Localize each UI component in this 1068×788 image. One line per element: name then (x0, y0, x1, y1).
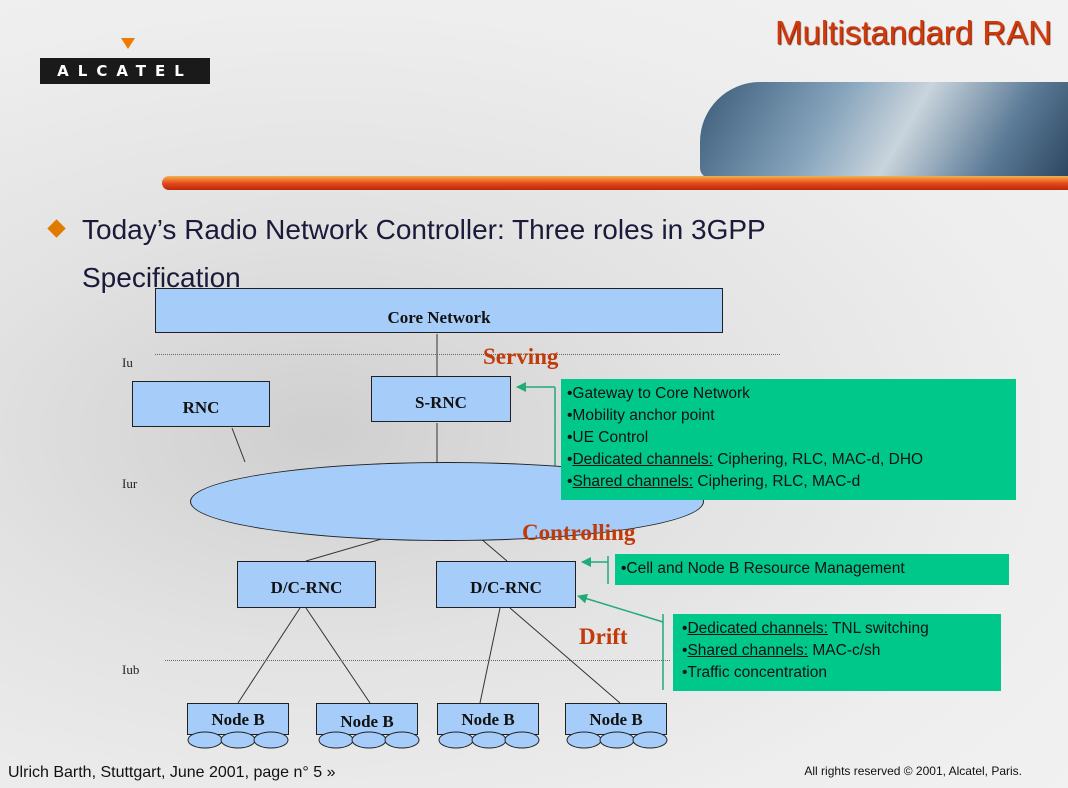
controlling-description-box: •Cell and Node B Resource Management (615, 554, 1009, 585)
heading-line-2: Specification (82, 262, 241, 293)
controlling-role-label: Controlling (522, 520, 636, 545)
controlling-callout-arrow (582, 556, 609, 584)
node-b-2: Node B (316, 703, 418, 735)
drift-item-1: •Dedicated channels: TNL switching (682, 620, 929, 637)
node-b-4-label: Node B (589, 710, 643, 729)
footer-copyright: All rights reserved © 2001, Alcatel, Par… (804, 764, 1022, 778)
drift-item-3: •Traffic concentration (682, 664, 827, 681)
rnc-box: RNC (132, 381, 270, 427)
iur-label: Iur (122, 476, 138, 491)
iu-interface-line (155, 354, 780, 355)
serving-item-5-rest: Ciphering, RLC, MAC-d (693, 473, 861, 490)
slide-title: Multistandard RAN (775, 14, 1052, 51)
link-cloud-dcrnc2 (479, 537, 508, 562)
iub-label: Iub (122, 662, 140, 677)
serving-item-1: •Gateway to Core Network (567, 385, 750, 402)
alcatel-logo: ALCATEL (40, 58, 210, 84)
node-b-1: Node B (187, 703, 289, 735)
dc-rnc-box-1: D/C-RNC (237, 561, 376, 608)
node-b-3-label: Node B (461, 710, 515, 729)
serving-item-3: •UE Control (567, 429, 649, 446)
link-dcrnc1-nodeb2 (305, 607, 371, 704)
core-network-box: Core Network (155, 288, 723, 333)
link-dcrnc1-nodeb1 (237, 607, 301, 704)
drift-item-1-rest: TNL switching (827, 620, 929, 637)
node-b-3: Node B (437, 703, 539, 735)
link-dcrnc2-nodeb4 (509, 607, 621, 704)
slide-heading: Today’s Radio Network Controller: Three … (82, 206, 982, 302)
drift-role-label: Drift (579, 624, 628, 649)
dc-rnc-box-2: D/C-RNC (436, 561, 576, 608)
serving-role-label: Serving (483, 344, 559, 369)
logo-triangle-icon (121, 38, 135, 49)
node-b-1-label: Node B (211, 710, 265, 729)
serving-item-2: •Mobility anchor point (567, 407, 715, 424)
node-b-2-label: Node B (340, 712, 394, 731)
header-orange-bar (162, 176, 1068, 190)
drift-description-box: •Dedicated channels: TNL switching •Shar… (673, 614, 1001, 691)
serving-item-4-rest: Ciphering, RLC, MAC-d, DHO (712, 451, 924, 468)
drift-item-2: •Shared channels: MAC-c/sh (682, 642, 881, 659)
bullet-diamond-icon (47, 219, 66, 238)
drift-item-1-underlined: Dedicated channels: (687, 620, 828, 637)
serving-item-5: •Shared channels: Ciphering, RLC, MAC-d (567, 473, 861, 490)
drift-item-2-underlined: Shared channels: (687, 642, 809, 659)
link-dcrnc2-nodeb3 (479, 607, 501, 704)
controlling-item-1: •Cell and Node B Resource Management (621, 560, 905, 577)
header-photo-collage (700, 82, 1068, 178)
link-rnc-cloud (231, 427, 246, 463)
s-rnc-box: S-RNC (371, 376, 511, 422)
link-cloud-dcrnc1 (305, 537, 386, 562)
iu-label: Iu (122, 355, 133, 370)
serving-item-4: •Dedicated channels: Ciphering, RLC, MAC… (567, 451, 924, 468)
node-b-4: Node B (565, 703, 667, 735)
serving-item-5-underlined: Shared channels: (572, 473, 694, 490)
serving-description-box: •Gateway to Core Network •Mobility ancho… (561, 379, 1016, 500)
iub-interface-line (165, 660, 670, 661)
heading-line-1: Today’s Radio Network Controller: Three … (82, 214, 766, 245)
footer-author-page: Ulrich Barth, Stuttgart, June 2001, page… (8, 764, 336, 781)
serving-item-4-underlined: Dedicated channels: (572, 451, 713, 468)
drift-item-2-rest: MAC-c/sh (808, 642, 881, 659)
